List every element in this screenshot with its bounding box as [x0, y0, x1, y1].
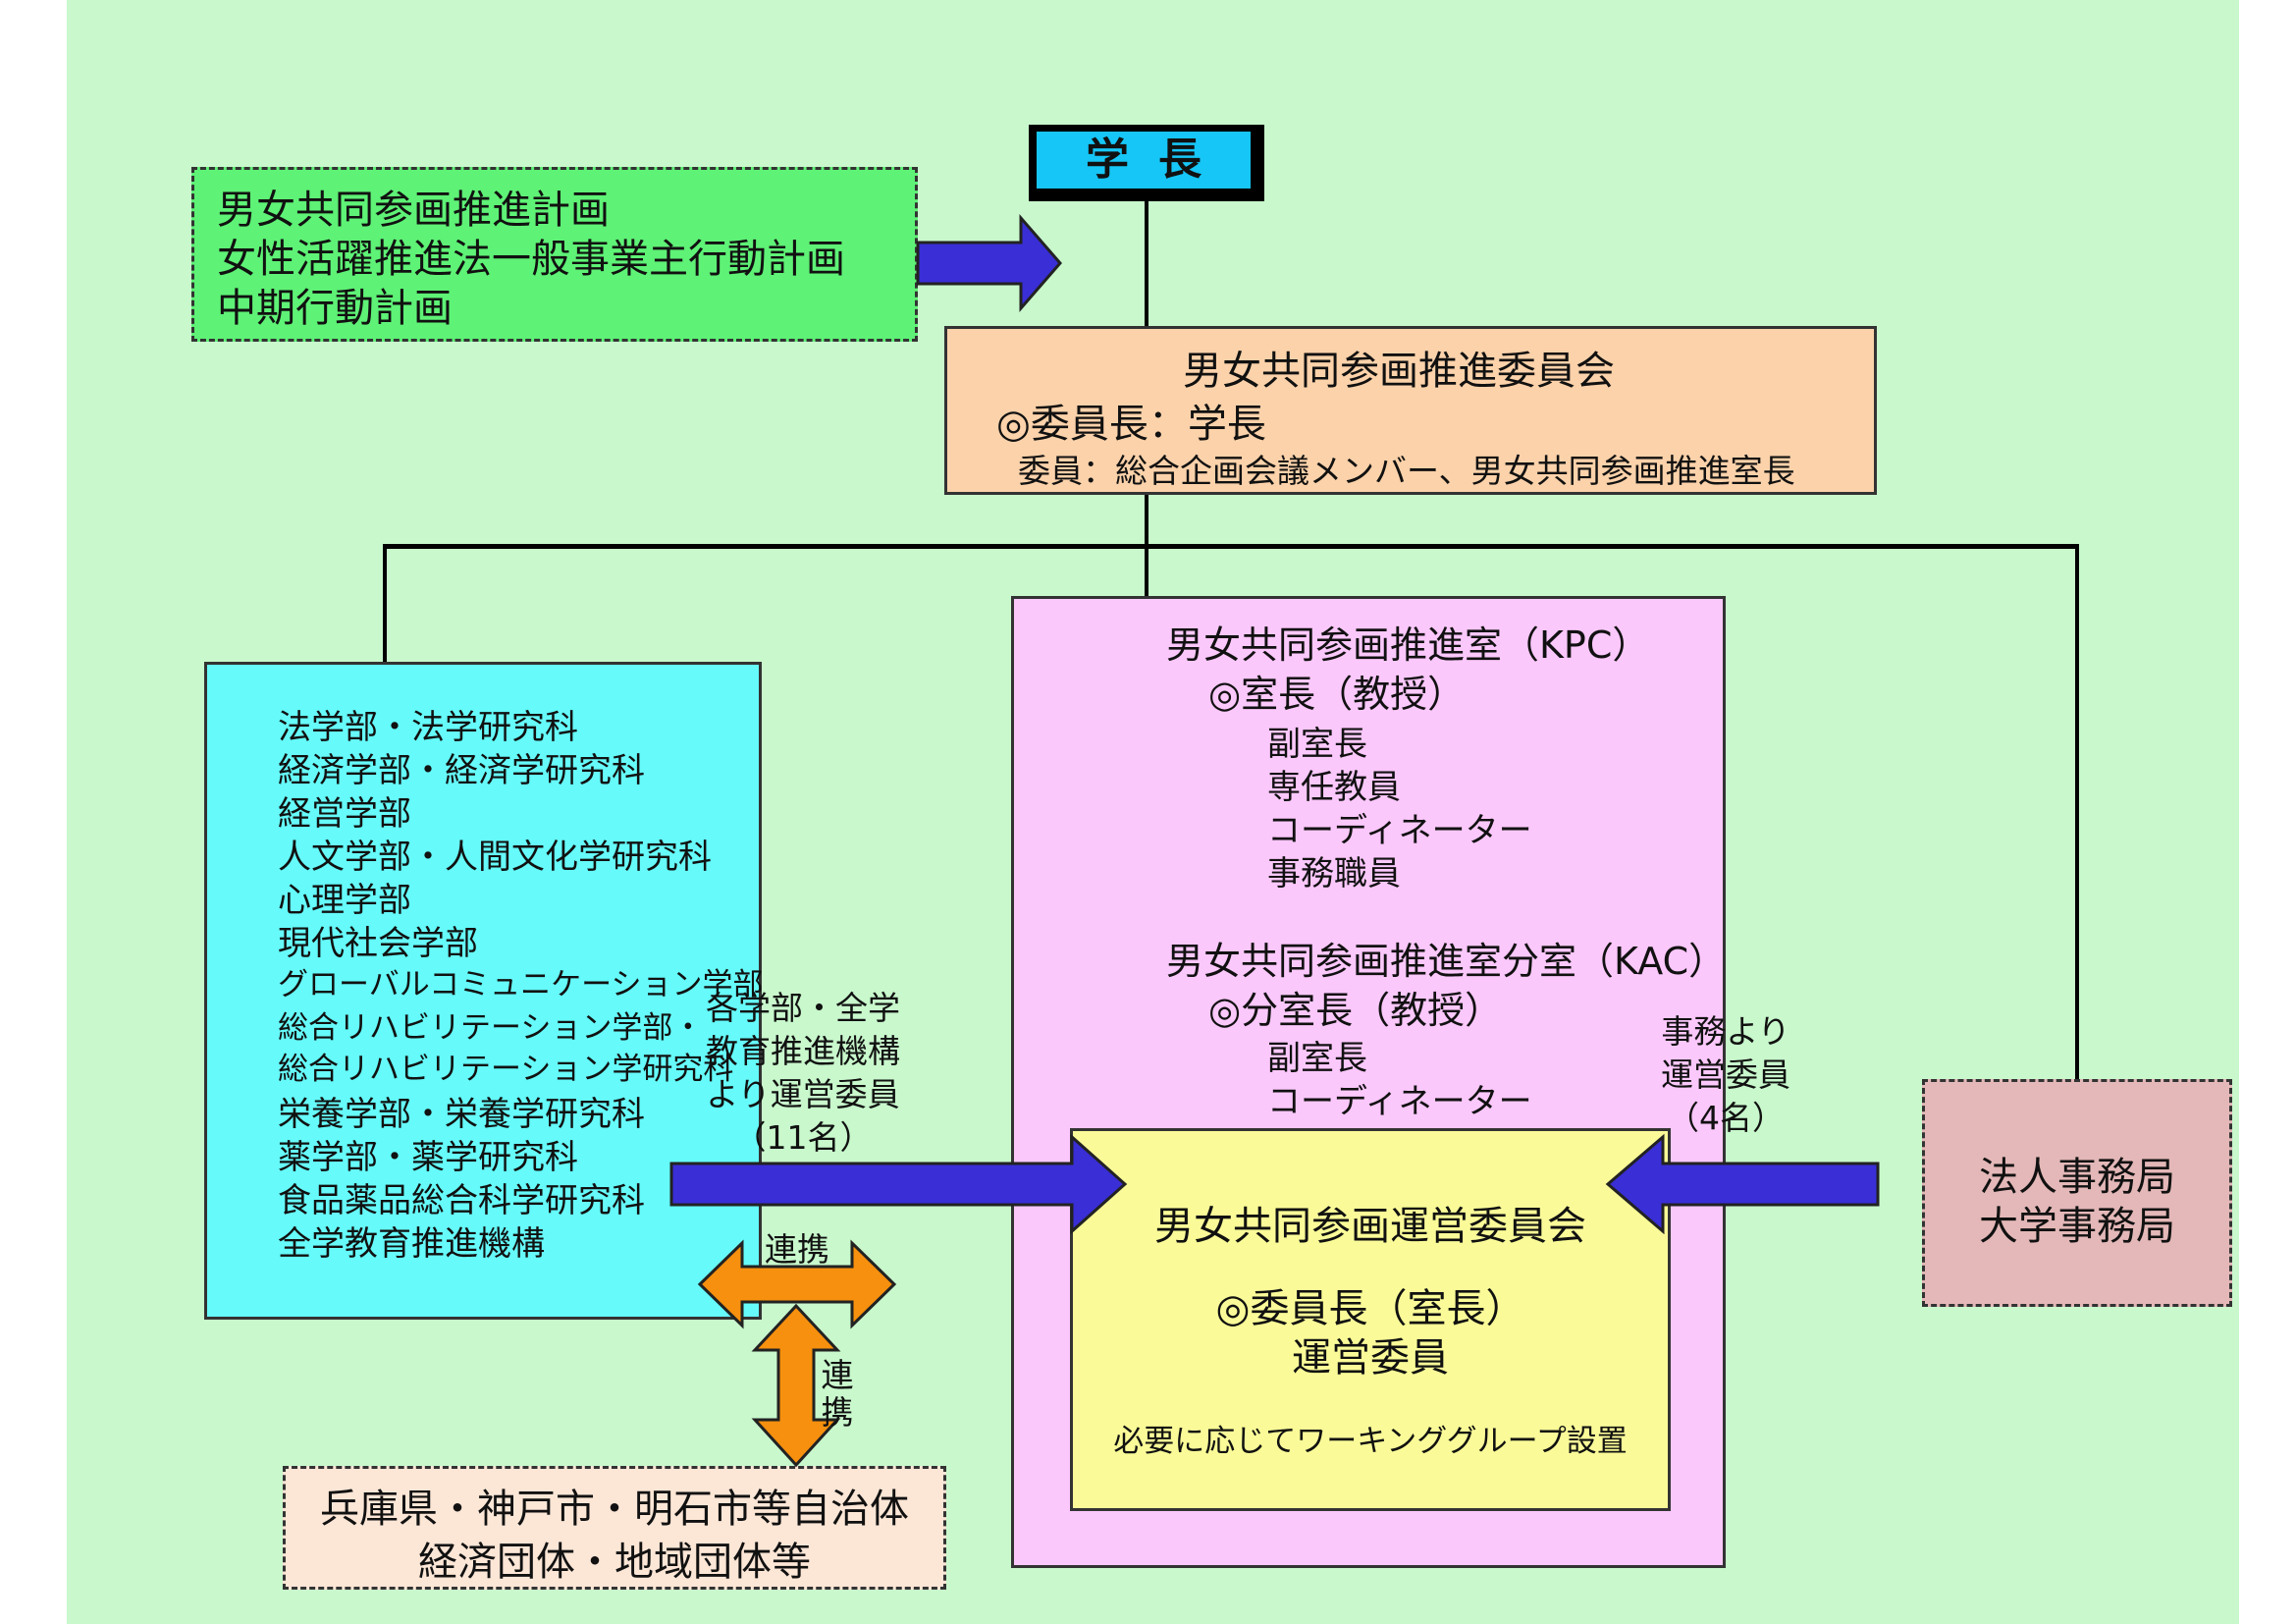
- faculty-item: 経営学部: [278, 794, 411, 834]
- kpc-title: 男女共同参画推進室（KPC）: [1166, 623, 1650, 667]
- faculty-item: 栄養学部・栄養学研究科: [278, 1095, 645, 1134]
- faculty-item: 総合リハビリテーション学部・: [278, 1010, 704, 1046]
- mgmt-members: 運営委員: [1292, 1335, 1449, 1380]
- connector-bus-faculties: [383, 544, 387, 664]
- faculty-item: グローバルコミュニケーション学部: [278, 967, 764, 1002]
- kpc-member: 専任教員: [1267, 768, 1401, 807]
- mgmt-chair: ◎委員長（室長）: [1215, 1286, 1525, 1331]
- kpc-member: コーディネーター: [1267, 811, 1532, 850]
- president-label: 学長: [1035, 130, 1253, 190]
- cooperation-vertical-label: 携: [821, 1393, 854, 1432]
- office-members-label: （4名）: [1667, 1099, 1785, 1137]
- faculty-members-label: 教育推進機構: [706, 1032, 900, 1070]
- plans-line: 女性活躍推進法一般事業主行動計画: [217, 237, 845, 282]
- faculty-item: 法学部・法学研究科: [278, 708, 578, 747]
- president-box: 学長: [1029, 125, 1264, 201]
- kpc-member: 副室長: [1267, 725, 1367, 764]
- cooperation-horizontal-arrow-icon: [697, 1239, 897, 1329]
- mgmt-working-group: 必要に応じてワーキンググループ設置: [1113, 1424, 1628, 1459]
- plans-box: 男女共同参画推進計画 女性活躍推進法一般事業主行動計画 中期行動計画: [191, 167, 918, 342]
- diagram-canvas: 学長 男女共同参画推進計画 女性活躍推進法一般事業主行動計画 中期行動計画 男女…: [67, 0, 2239, 1624]
- local-line: 経済団体・地域団体等: [418, 1540, 811, 1585]
- committee-chair: ◎委員長：学長: [996, 402, 1266, 447]
- faculty-item: 人文学部・人間文化学研究科: [278, 838, 712, 877]
- faculty-item: 現代社会学部: [278, 924, 478, 963]
- kac-head: ◎分室長（教授）: [1208, 989, 1503, 1032]
- faculty-item: 薬学部・薬学研究科: [278, 1138, 578, 1177]
- mgmt-title: 男女共同参画運営委員会: [1154, 1204, 1586, 1249]
- cooperation-horizontal-label: 連携: [765, 1230, 829, 1269]
- plans-line: 中期行動計画: [217, 286, 453, 331]
- corp-line: 大学事務局: [1979, 1204, 2175, 1249]
- plans-line: 男女共同参画推進計画: [217, 188, 610, 233]
- corp-to-mgmt-arrow-icon: [1605, 1133, 1880, 1235]
- faculty-members-label: 各学部・全学: [706, 989, 900, 1027]
- faculty-item: 全学教育推進機構: [278, 1224, 545, 1264]
- corporate-office-box: 法人事務局 大学事務局: [1922, 1079, 2232, 1307]
- committee-members: 委員：総合企画会議メンバー、男女共同参画推進室長: [1018, 452, 1795, 490]
- faculty-item: 心理学部: [278, 881, 411, 920]
- faculty-item: 総合リハビリテーション学研究科: [278, 1052, 734, 1087]
- faculty-item: 経済学部・経済学研究科: [278, 751, 645, 790]
- management-committee-box: 男女共同参画運営委員会 ◎委員長（室長） 運営委員 必要に応じてワーキンググルー…: [1070, 1128, 1671, 1511]
- kac-title: 男女共同参画推進室分室（KAC）: [1166, 940, 1727, 983]
- faculty-members-label: より運営委員: [706, 1075, 900, 1113]
- office-members-label: 運営委員: [1661, 1056, 1790, 1094]
- connector-president-committee: [1145, 201, 1148, 327]
- kac-member: 副室長: [1267, 1039, 1367, 1078]
- kac-member: コーディネーター: [1267, 1082, 1532, 1121]
- committee-title: 男女共同参画推進委員会: [1183, 349, 1615, 394]
- connector-horizontal-bus: [383, 544, 2079, 549]
- local-partners-box: 兵庫県・神戸市・明石市等自治体 経済団体・地域団体等: [283, 1466, 946, 1590]
- faculty-members-label: （11名）: [733, 1118, 873, 1157]
- kpc-head: ◎室長（教授）: [1208, 673, 1466, 716]
- corp-line: 法人事務局: [1979, 1155, 2175, 1200]
- local-line: 兵庫県・神戸市・明石市等自治体: [320, 1487, 909, 1532]
- faculties-box: 法学部・法学研究科 経済学部・経済学研究科 経営学部 人文学部・人間文化学研究科…: [204, 662, 764, 1320]
- plans-arrow-icon: [916, 213, 1062, 313]
- cooperation-vertical-label: 連: [821, 1356, 854, 1394]
- connector-bus-corp: [2075, 544, 2079, 1080]
- arrows-layer: [669, 213, 1880, 1468]
- office-members-label: 事務より: [1661, 1012, 1790, 1051]
- faculty-item: 食品薬品総合科学研究科: [278, 1181, 645, 1220]
- promotion-committee-box: 男女共同参画推進委員会 ◎委員長：学長 委員：総合企画会議メンバー、男女共同参画…: [944, 326, 1877, 495]
- kpc-member: 事務職員: [1267, 854, 1401, 893]
- cooperation-vertical-arrow-icon: [751, 1303, 841, 1468]
- faculties-to-mgmt-arrow-icon: [669, 1133, 1128, 1235]
